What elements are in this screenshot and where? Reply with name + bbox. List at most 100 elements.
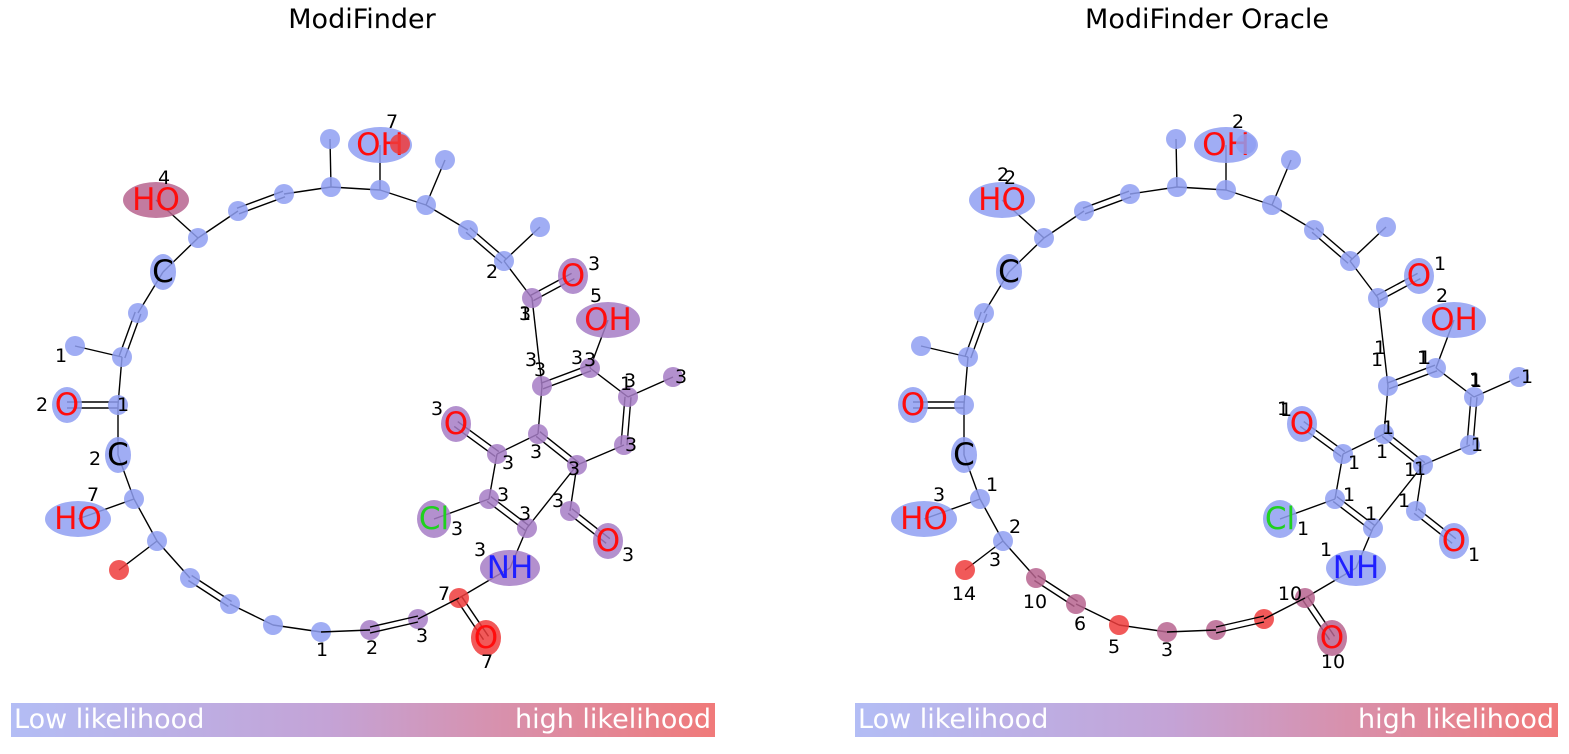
atom-node — [274, 184, 294, 204]
atom-label-hydroxyl_d: HO — [900, 501, 948, 537]
atom-likelihood-number: 2 — [997, 164, 1009, 186]
atom-node — [1363, 518, 1383, 538]
likelihood-colorbar-right: Low likelihood high likelihood — [855, 703, 1558, 737]
atom-node — [1460, 435, 1480, 455]
atom-label-oxygen: O — [1442, 523, 1466, 559]
atom-node — [109, 560, 129, 580]
atom-carbon-label: C — [998, 254, 1020, 290]
atom-likelihood-number: 1 — [1365, 503, 1377, 525]
bond-double — [1215, 621, 1265, 634]
atom-node — [320, 129, 340, 149]
atom-node — [108, 395, 128, 415]
atom-label-oxygen: O — [1407, 258, 1431, 294]
atom-node — [147, 531, 167, 551]
atom-highlight — [1326, 550, 1386, 586]
atom-node — [479, 489, 499, 509]
atom-carbon-label: C — [152, 254, 174, 290]
atom-likelihood-number: 1 — [1468, 544, 1480, 566]
bond — [526, 464, 578, 529]
atom-likelihood-number: 3 — [530, 441, 542, 463]
atom-node — [954, 395, 974, 415]
atom-likelihood-number: 1 — [1297, 518, 1309, 540]
bond — [417, 597, 460, 620]
atom-likelihood-number: 3 — [502, 452, 514, 474]
atom-highlight — [1404, 258, 1434, 294]
atom-likelihood-number: 2 — [1009, 516, 1021, 538]
atom-node — [1376, 217, 1396, 237]
atom-node — [1236, 134, 1256, 154]
atom-likelihood-number: 1 — [620, 373, 632, 395]
atom-node — [522, 288, 542, 308]
atom-node — [528, 424, 548, 444]
bond — [531, 297, 543, 387]
atom-label-hydroxyl_a: HO — [978, 182, 1026, 218]
atom-likelihood-number: 1 — [1414, 458, 1426, 480]
legend-low-label: Low likelihood — [14, 704, 205, 735]
atom-label-nitrogen_h: NH — [487, 550, 534, 586]
atom-highlight — [1317, 620, 1347, 656]
atom-highlight — [417, 500, 451, 538]
atom-node — [1026, 568, 1046, 588]
atom-node — [1034, 228, 1054, 248]
atom-likelihood-number: 3 — [416, 625, 428, 647]
bond — [1372, 464, 1424, 529]
atom-node — [124, 489, 144, 509]
atom-node — [1166, 129, 1186, 149]
atom-label-hydroxyl_a: HO — [132, 182, 180, 218]
atom-likelihood-number: 3 — [625, 434, 637, 456]
atom-node — [1304, 220, 1324, 240]
atom-likelihood-number: 1 — [986, 474, 998, 496]
bond — [1377, 297, 1389, 387]
atom-highlight — [441, 406, 471, 442]
panel-title-modifinder: ModiFinder — [288, 4, 436, 35]
atom-likelihood-number: 3 — [474, 539, 486, 561]
atom-carbon-highlight — [105, 437, 131, 473]
bond — [1263, 597, 1306, 620]
atom-likelihood-number: 3 — [519, 303, 531, 325]
atom-likelihood-number: 1 — [1469, 369, 1481, 391]
atom-node — [1413, 455, 1433, 475]
atom-likelihood-number: 1 — [316, 639, 328, 661]
atom-label-oxygen: O — [901, 387, 925, 423]
atom-likelihood-number: 7 — [481, 651, 493, 673]
atom-node — [993, 531, 1013, 551]
atom-carbon-highlight — [996, 254, 1022, 290]
atom-node — [1368, 288, 1388, 308]
atom-node — [1333, 444, 1353, 464]
atom-node — [390, 134, 410, 154]
atom-likelihood-number: 3 — [1161, 639, 1173, 661]
atom-node — [1378, 376, 1398, 396]
atom-node — [180, 568, 200, 588]
atom-node — [614, 435, 634, 455]
atom-likelihood-number: 3 — [568, 458, 580, 480]
atom-node — [188, 228, 208, 248]
bond-double — [369, 621, 419, 634]
atom-node — [1406, 501, 1426, 521]
atom-label-oxygen: O — [444, 406, 468, 442]
atom-node — [560, 501, 580, 521]
atom-likelihood-number: 1 — [1320, 539, 1332, 561]
atom-likelihood-number: 1 — [1343, 484, 1355, 506]
atom-highlight — [1263, 500, 1297, 538]
atom-node — [1325, 489, 1345, 509]
atom-node — [458, 220, 478, 240]
atom-likelihood-number: 3 — [933, 484, 945, 506]
atom-node — [228, 201, 248, 221]
atom-likelihood-number: 7 — [87, 484, 99, 506]
atom-node — [974, 303, 994, 323]
atom-carbon-highlight — [951, 437, 977, 473]
atom-likelihood-number: 1 — [1419, 347, 1431, 369]
atom-node — [112, 347, 132, 367]
atom-likelihood-number: 2 — [1436, 285, 1448, 307]
atom-label-chlorine: Cl — [419, 501, 449, 537]
atom-node — [263, 615, 283, 635]
atom-label-hydroxyl_d: HO — [54, 501, 102, 537]
atom-likelihood-number: 1 — [1398, 490, 1410, 512]
atom-node — [567, 455, 587, 475]
atom-likelihood-number: 2 — [1232, 111, 1244, 133]
atom-likelihood-number: 6 — [1074, 613, 1086, 635]
atom-likelihood-number: 1 — [1382, 417, 1394, 439]
atom-node — [1074, 201, 1094, 221]
